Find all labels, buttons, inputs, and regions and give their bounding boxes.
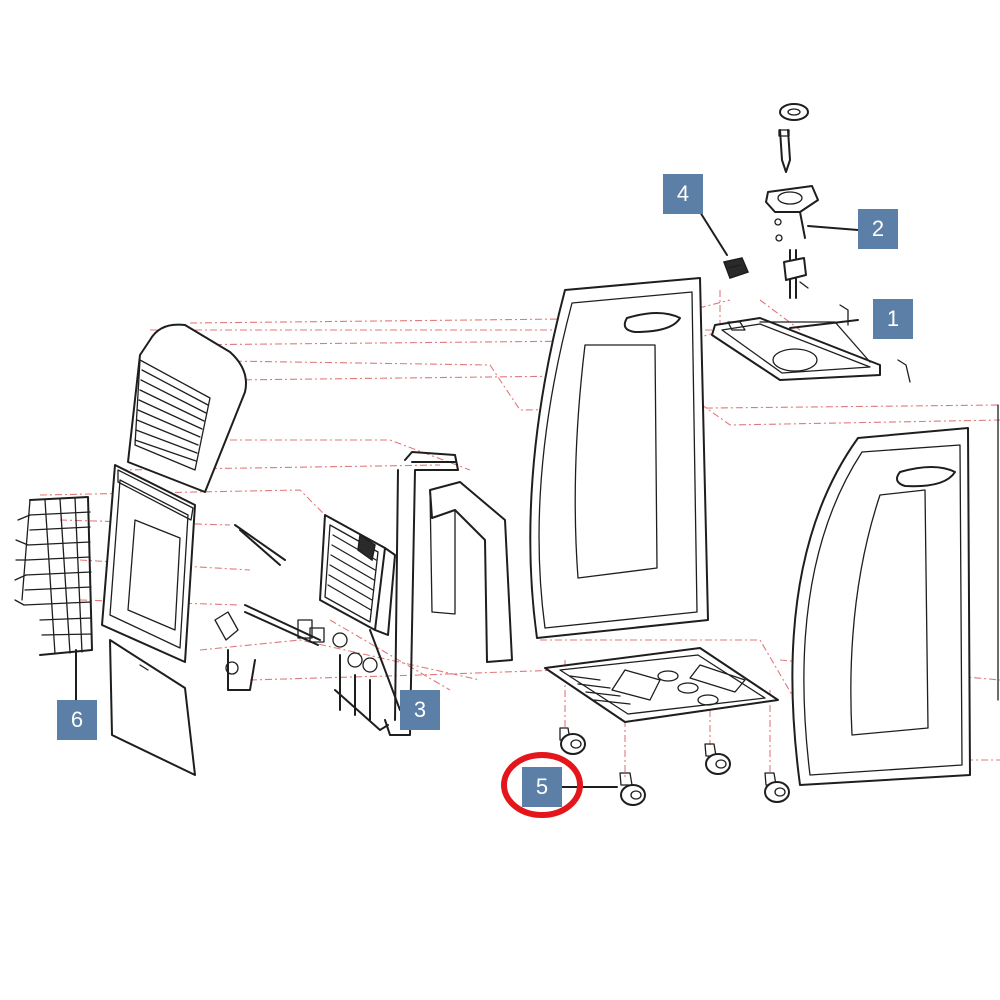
callout-4[interactable]: 4 bbox=[663, 174, 703, 214]
leader-line-3 bbox=[369, 629, 401, 711]
gas-valve-stack bbox=[765, 103, 819, 299]
burner-frame-rail bbox=[384, 451, 459, 736]
top-plate-part bbox=[711, 304, 911, 383]
leader-line-2 bbox=[807, 225, 859, 231]
rear-body-panel bbox=[529, 277, 709, 639]
callout-5[interactable]: 5 bbox=[522, 767, 562, 807]
castor-wheel bbox=[559, 727, 586, 755]
castor-wheel-highlighted bbox=[619, 772, 646, 806]
side-door-panel bbox=[791, 404, 999, 786]
callout-3[interactable]: 3 bbox=[400, 690, 440, 730]
front-frame-part bbox=[101, 464, 196, 663]
radiant-block-part bbox=[319, 514, 396, 636]
castor-wheels bbox=[559, 727, 790, 806]
leader-line-4 bbox=[699, 211, 728, 256]
reflector-shield bbox=[429, 481, 513, 663]
top-louvre-cover bbox=[127, 323, 247, 493]
castor-wheel bbox=[704, 743, 731, 775]
small-fittings-group bbox=[214, 524, 389, 731]
switch-part bbox=[722, 257, 750, 279]
rear-grille-part bbox=[14, 496, 93, 656]
highlight-ring bbox=[501, 752, 583, 818]
base-plate bbox=[544, 647, 779, 723]
callout-6[interactable]: 6 bbox=[57, 700, 97, 740]
castor-wheel bbox=[764, 772, 790, 803]
leader-line-1 bbox=[789, 319, 859, 329]
callout-1[interactable]: 1 bbox=[873, 299, 913, 339]
callout-2[interactable]: 2 bbox=[858, 209, 898, 249]
leader-lines bbox=[75, 211, 859, 788]
front-lower-panel bbox=[109, 639, 196, 776]
